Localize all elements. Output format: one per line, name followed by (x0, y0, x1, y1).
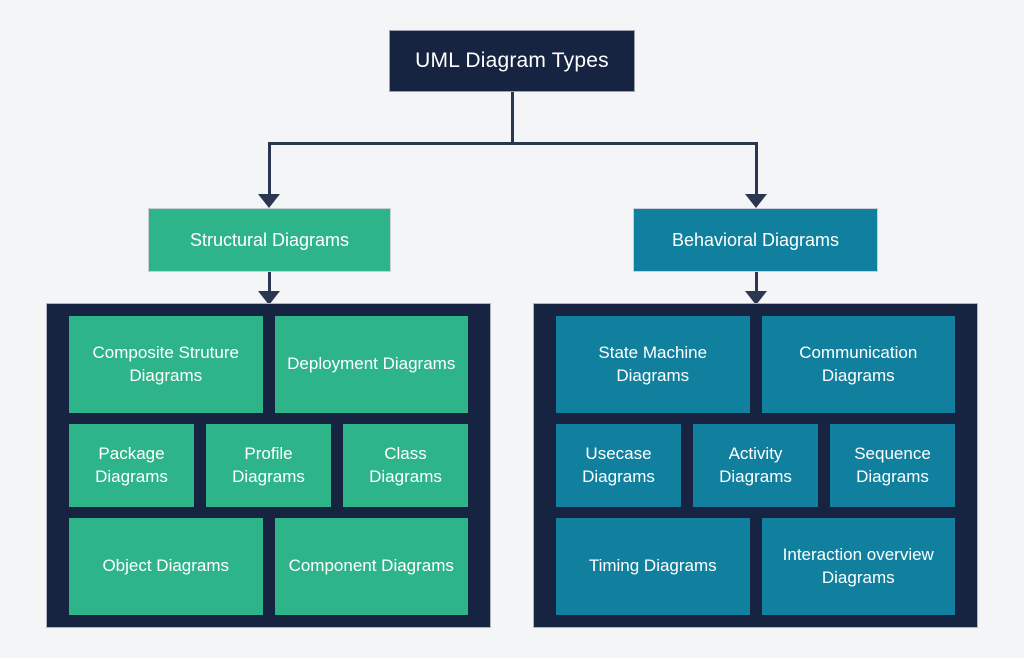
card-label: Interaction overview Diagrams (782, 544, 934, 587)
panel-behavioral-diagrams: State Machine Diagrams Communication Dia… (533, 303, 978, 628)
category-structural-label: Structural Diagrams (189, 229, 350, 250)
connector-behavioral-to-panel (755, 272, 758, 296)
card-label: Timing Diagrams (588, 556, 717, 576)
card-label: Class Diagrams (369, 443, 442, 486)
card-composite-structure-diagrams[interactable]: Composite Struture Diagrams (69, 316, 263, 413)
card-label: Package Diagrams (95, 443, 168, 486)
card-class-diagrams[interactable]: Class Diagrams (343, 424, 468, 507)
card-label: Activity Diagrams (719, 443, 792, 486)
category-node-behavioral[interactable]: Behavioral Diagrams (633, 208, 878, 272)
card-label: Profile Diagrams (232, 443, 305, 486)
card-package-diagrams[interactable]: Package Diagrams (69, 424, 194, 507)
card-label: Communication Diagrams (799, 342, 918, 385)
arrowhead-to-structural-panel (258, 291, 280, 305)
card-interaction-overview-diagrams[interactable]: Interaction overview Diagrams (761, 518, 955, 615)
arrowhead-to-behavioral-panel (745, 291, 767, 305)
connector-drop-structural (268, 142, 271, 196)
card-label: Composite Struture Diagrams (92, 342, 239, 385)
structural-row-2: Package Diagrams Profile Diagrams Class … (69, 424, 468, 507)
connector-drop-behavioral (755, 142, 758, 196)
behavioral-row-1: State Machine Diagrams Communication Dia… (556, 316, 955, 413)
connector-horizontal-bar (268, 142, 758, 145)
root-node-label: UML Diagram Types (415, 49, 609, 72)
card-communication-diagrams[interactable]: Communication Diagrams (761, 316, 955, 413)
card-label: Sequence Diagrams (854, 443, 931, 486)
card-label: State Machine Diagrams (598, 342, 708, 385)
category-node-structural[interactable]: Structural Diagrams (148, 208, 391, 272)
card-usecase-diagrams[interactable]: Usecase Diagrams (556, 424, 681, 507)
root-node-uml-diagram-types[interactable]: UML Diagram Types (389, 30, 635, 92)
card-sequence-diagrams[interactable]: Sequence Diagrams (830, 424, 955, 507)
card-timing-diagrams[interactable]: Timing Diagrams (556, 518, 750, 615)
arrowhead-to-structural (258, 194, 280, 208)
card-activity-diagrams[interactable]: Activity Diagrams (693, 424, 818, 507)
behavioral-row-3: Timing Diagrams Interaction overview Dia… (556, 518, 955, 615)
structural-row-1: Composite Struture Diagrams Deployment D… (69, 316, 468, 413)
card-deployment-diagrams[interactable]: Deployment Diagrams (274, 316, 468, 413)
card-label: Deployment Diagrams (287, 354, 456, 374)
connector-root-stem (511, 92, 514, 144)
card-label: Component Diagrams (288, 556, 454, 576)
card-component-diagrams[interactable]: Component Diagrams (274, 518, 468, 615)
card-label: Usecase Diagrams (582, 443, 655, 486)
structural-row-3: Object Diagrams Component Diagrams (69, 518, 468, 615)
connector-structural-to-panel (268, 272, 271, 296)
panel-structural-diagrams: Composite Struture Diagrams Deployment D… (46, 303, 491, 628)
behavioral-row-2: Usecase Diagrams Activity Diagrams Seque… (556, 424, 955, 507)
card-label: Object Diagrams (102, 556, 230, 576)
card-profile-diagrams[interactable]: Profile Diagrams (206, 424, 331, 507)
card-state-machine-diagrams[interactable]: State Machine Diagrams (556, 316, 750, 413)
category-behavioral-label: Behavioral Diagrams (671, 229, 840, 250)
card-object-diagrams[interactable]: Object Diagrams (69, 518, 263, 615)
arrowhead-to-behavioral (745, 194, 767, 208)
